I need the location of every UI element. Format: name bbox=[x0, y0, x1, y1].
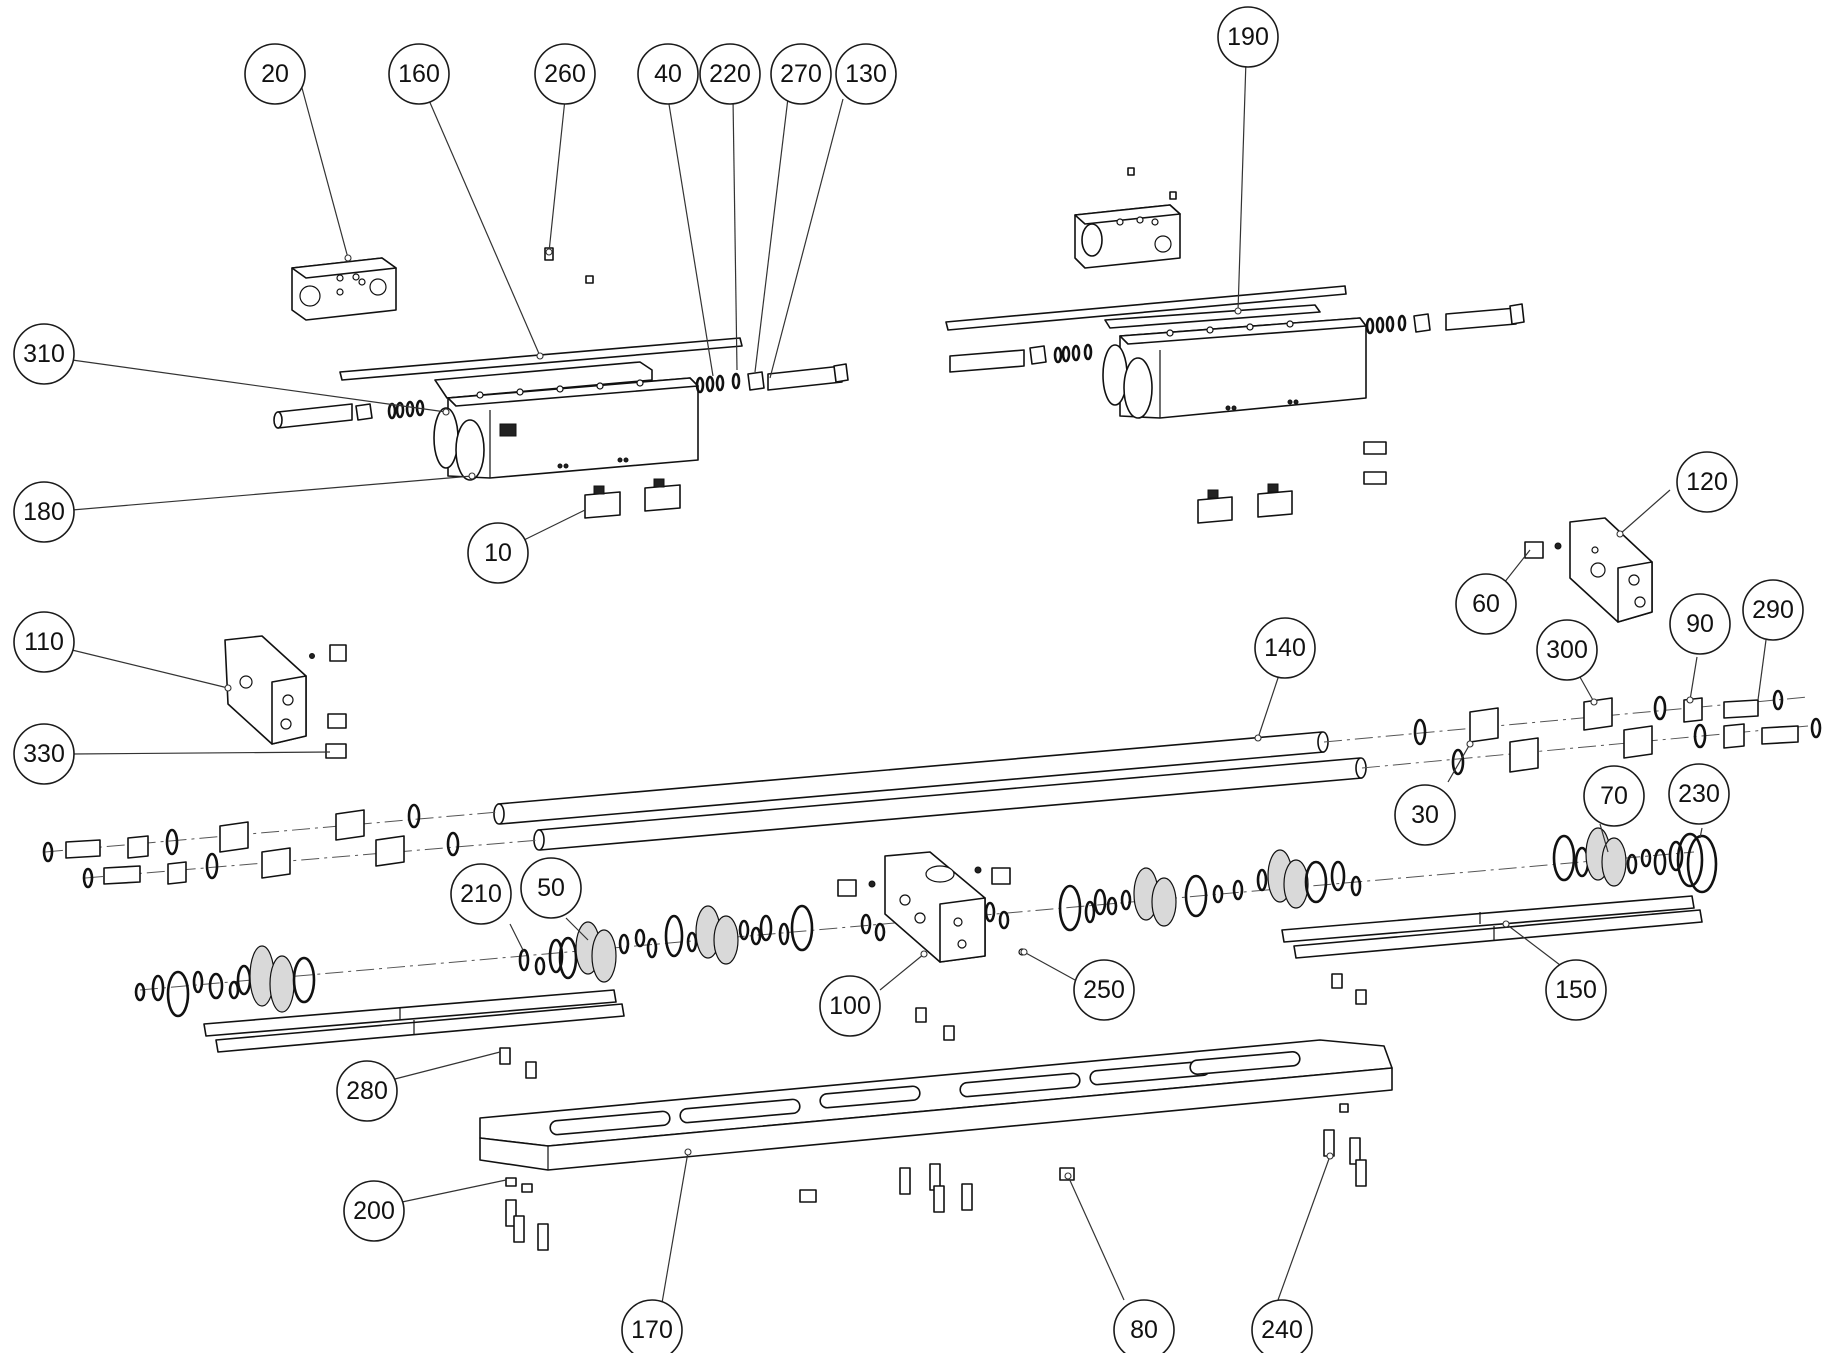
center-block bbox=[837, 851, 1026, 963]
parts-geometry bbox=[42, 167, 1822, 1251]
right-seal-stack bbox=[1413, 689, 1822, 776]
callout-140-label: 140 bbox=[1264, 634, 1306, 662]
callout-110: 110 bbox=[13, 611, 75, 673]
callout-10: 10 bbox=[467, 522, 529, 584]
callout-100: 100 bbox=[819, 975, 881, 1037]
callout-170: 170 bbox=[621, 1299, 683, 1353]
callout-260: 260 bbox=[534, 43, 596, 105]
callout-330: 330 bbox=[13, 723, 75, 785]
callout-40: 40 bbox=[637, 43, 699, 105]
callout-220: 220 bbox=[699, 43, 761, 105]
callout-80: 80 bbox=[1113, 1299, 1175, 1353]
callout-20-label: 20 bbox=[261, 60, 289, 88]
guide-rods bbox=[203, 895, 1703, 1053]
callout-120-label: 120 bbox=[1686, 468, 1728, 496]
callout-310: 310 bbox=[13, 323, 75, 385]
callout-200: 200 bbox=[343, 1180, 405, 1242]
callout-290: 290 bbox=[1742, 579, 1804, 641]
callout-10-label: 10 bbox=[484, 539, 512, 567]
callout-270-label: 270 bbox=[780, 60, 822, 88]
callout-180: 180 bbox=[13, 481, 75, 543]
callout-330-label: 330 bbox=[23, 740, 65, 768]
callout-70-label: 70 bbox=[1600, 782, 1628, 810]
pins-and-bolts bbox=[499, 973, 1367, 1251]
callout-140: 140 bbox=[1254, 617, 1316, 679]
callout-50-label: 50 bbox=[537, 874, 565, 902]
callout-160: 160 bbox=[388, 43, 450, 105]
callout-180-label: 180 bbox=[23, 498, 65, 526]
callout-250-label: 250 bbox=[1083, 976, 1125, 1004]
callout-30-label: 30 bbox=[1411, 801, 1439, 829]
callout-60: 60 bbox=[1455, 573, 1517, 635]
callout-300: 300 bbox=[1536, 619, 1598, 681]
callout-bubbles: 20 160 260 40 220 270 130 190 310 180 10… bbox=[13, 6, 1804, 1353]
callout-70: 70 bbox=[1583, 765, 1645, 827]
leader-lines bbox=[71, 59, 1767, 1304]
callout-250: 250 bbox=[1073, 959, 1135, 1021]
callout-270: 270 bbox=[770, 43, 832, 105]
callout-50: 50 bbox=[520, 857, 582, 919]
callout-110-label: 110 bbox=[24, 628, 64, 656]
piston-seals bbox=[134, 827, 1718, 1018]
callout-210-label: 210 bbox=[460, 880, 502, 908]
callout-80-label: 80 bbox=[1130, 1316, 1158, 1344]
callout-210: 210 bbox=[450, 863, 512, 925]
callout-40-label: 40 bbox=[654, 60, 682, 88]
leader-end-markers bbox=[224, 248, 1694, 1180]
callout-150-label: 150 bbox=[1555, 976, 1597, 1004]
callout-150: 150 bbox=[1545, 959, 1607, 1021]
right-cylinder-block bbox=[945, 167, 1525, 524]
callout-310-label: 310 bbox=[23, 340, 65, 368]
callout-290-label: 290 bbox=[1752, 596, 1794, 624]
callout-30: 30 bbox=[1394, 784, 1456, 846]
callout-240: 240 bbox=[1251, 1299, 1313, 1353]
callout-90: 90 bbox=[1669, 593, 1731, 655]
tubes bbox=[493, 731, 1367, 851]
callout-200-label: 200 bbox=[353, 1197, 395, 1225]
callout-230: 230 bbox=[1668, 763, 1730, 825]
end-plate-right bbox=[1524, 517, 1653, 623]
left-seal-stack bbox=[42, 803, 460, 889]
callout-120: 120 bbox=[1676, 451, 1738, 513]
left-cylinder-block bbox=[273, 247, 849, 519]
end-plate-left bbox=[224, 635, 347, 759]
callout-60-label: 60 bbox=[1472, 590, 1500, 618]
callout-130-label: 130 bbox=[845, 60, 887, 88]
callout-280: 280 bbox=[336, 1060, 398, 1122]
callout-20: 20 bbox=[244, 43, 306, 105]
callout-280-label: 280 bbox=[346, 1077, 388, 1105]
callout-220-label: 220 bbox=[709, 60, 751, 88]
callout-230-label: 230 bbox=[1678, 780, 1720, 808]
callout-300-label: 300 bbox=[1546, 636, 1588, 664]
callout-90-label: 90 bbox=[1686, 610, 1714, 638]
base-plate bbox=[479, 1039, 1393, 1171]
callout-190: 190 bbox=[1217, 6, 1279, 68]
callout-160-label: 160 bbox=[398, 60, 440, 88]
callout-130: 130 bbox=[835, 43, 897, 105]
callout-260-label: 260 bbox=[544, 60, 586, 88]
callout-240-label: 240 bbox=[1261, 1316, 1303, 1344]
callout-100-label: 100 bbox=[829, 992, 871, 1020]
callout-190-label: 190 bbox=[1227, 23, 1269, 51]
callout-170-label: 170 bbox=[631, 1316, 673, 1344]
